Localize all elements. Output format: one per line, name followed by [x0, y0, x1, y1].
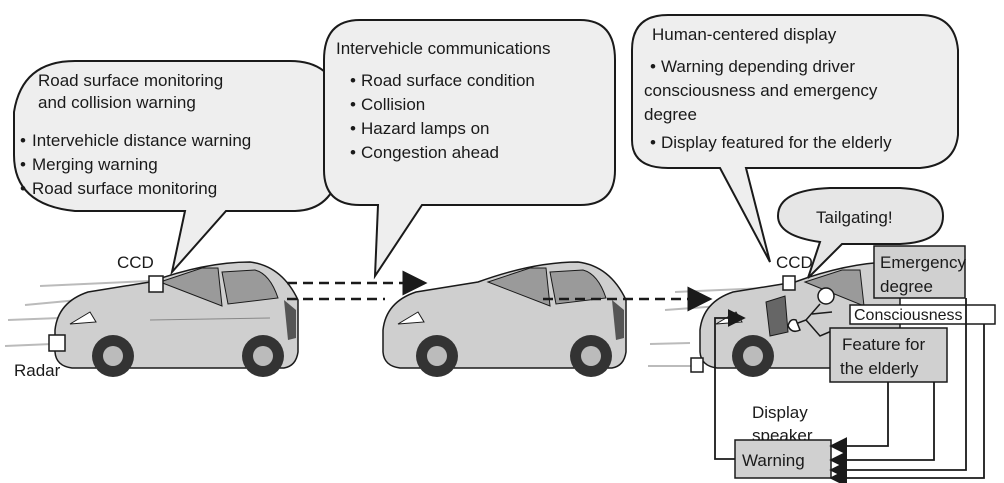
emergency-degree-box: Emergency degree — [873, 245, 966, 299]
bubble-human-title: Human-centered display — [652, 25, 837, 44]
ccd-sensor-right — [782, 275, 796, 291]
svg-text:degree: degree — [644, 105, 697, 124]
bubble-human-centered — [631, 14, 959, 263]
svg-text:Warning depending driver: Warning depending driver — [661, 57, 855, 76]
tailgating-text: Tailgating! — [816, 208, 893, 227]
svg-text:•: • — [350, 95, 356, 114]
svg-text:Display featured for the elder: Display featured for the elderly — [661, 133, 892, 152]
car-middle-wheel-front — [416, 335, 458, 377]
svg-text:•: • — [20, 179, 26, 198]
bubble-intervehicle — [323, 19, 616, 280]
svg-text:Feature for: Feature for — [842, 335, 925, 354]
radar-sensor-right — [690, 357, 704, 373]
svg-text:•: • — [350, 71, 356, 90]
svg-text:•: • — [650, 57, 656, 76]
svg-text:Congestion ahead: Congestion ahead — [361, 143, 499, 162]
svg-text:Consciousness: Consciousness — [854, 307, 963, 324]
svg-text:•: • — [20, 131, 26, 150]
bubble-inter-item-2: • Collision — [350, 95, 425, 114]
consciousness-box: Consciousness — [849, 304, 996, 325]
feedback-lines — [714, 298, 985, 483]
svg-text:Warning: Warning — [742, 451, 805, 470]
ccd-label-left: CCD — [117, 253, 154, 272]
bubble-inter-item-4: • Congestion ahead — [350, 143, 499, 162]
radar-label: Radar — [14, 361, 61, 380]
display-speaker-line1: Display — [752, 403, 808, 422]
svg-text:Road surface condition: Road surface condition — [361, 71, 535, 90]
car-left — [54, 261, 299, 377]
ccd-label-right: CCD — [776, 253, 813, 272]
svg-text:the elderly: the elderly — [840, 359, 919, 378]
elderly-feature-box: Feature for the elderly — [829, 327, 948, 383]
ccd-sensor-left — [148, 275, 164, 293]
svg-text:•: • — [650, 133, 656, 152]
bubble-human-item-2: • Display featured for the elderly — [650, 133, 892, 152]
svg-text:•: • — [20, 155, 26, 174]
car-right-wheel-front — [732, 335, 774, 377]
car-left-wheel-front — [92, 335, 134, 377]
bubble-human-item-1: • Warning depending driver consciousness… — [644, 57, 878, 124]
bubble-road-item-3: • Road surface monitoring — [20, 179, 217, 198]
svg-text:Merging warning: Merging warning — [32, 155, 158, 174]
bubble-inter-item-3: • Hazard lamps on — [350, 119, 490, 138]
svg-text:Collision: Collision — [361, 95, 425, 114]
svg-text:Intervehicle distance warning: Intervehicle distance warning — [32, 131, 251, 150]
svg-text:Road surface monitoring: Road surface monitoring — [32, 179, 217, 198]
bubble-tailgating — [776, 187, 945, 279]
car-middle-wheel-rear — [570, 335, 612, 377]
car-middle — [382, 261, 627, 377]
svg-text:consciousness and emergency: consciousness and emergency — [644, 81, 878, 100]
svg-text:Emergency: Emergency — [880, 253, 966, 272]
bubble-road-title-line1: Road surface monitoring — [38, 71, 223, 90]
warning-box: Warning — [734, 439, 832, 479]
bubble-inter-item-1: • Road surface condition — [350, 71, 535, 90]
bubble-road-item-1: • Intervehicle distance warning — [20, 131, 251, 150]
bubble-inter-title: Intervehicle communications — [336, 39, 550, 58]
dashboard-display — [765, 295, 789, 337]
bubble-road-item-2: • Merging warning — [20, 155, 158, 174]
radar-sensor — [48, 334, 66, 352]
car-left-wheel-rear — [242, 335, 284, 377]
svg-text:Hazard lamps on: Hazard lamps on — [361, 119, 490, 138]
svg-text:•: • — [350, 119, 356, 138]
bubble-road-title-line2: and collision warning — [38, 93, 196, 112]
svg-text:•: • — [350, 143, 356, 162]
svg-text:degree: degree — [880, 277, 933, 296]
